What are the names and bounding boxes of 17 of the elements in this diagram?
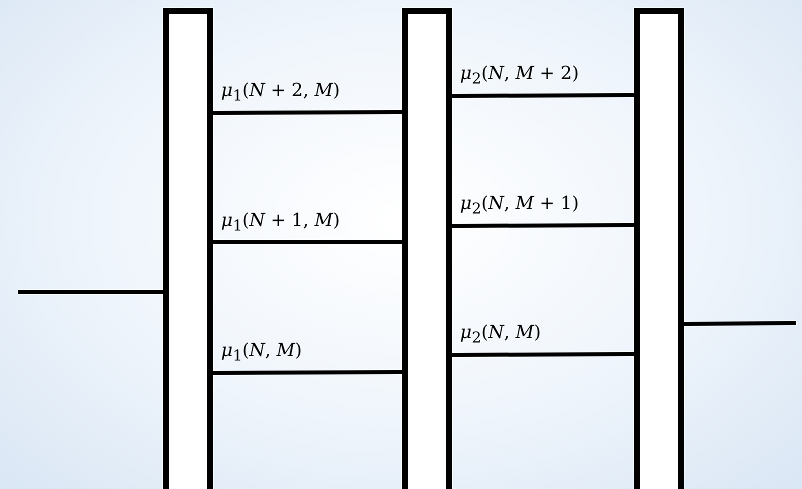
vertical-bar <box>402 8 452 489</box>
edge-label: μ$_{1}$(N + 1, M) <box>221 212 340 234</box>
connector-line <box>212 110 402 115</box>
edge-label: μ$_{2}$(N, M + 1) <box>460 195 579 217</box>
connector-line <box>684 321 796 326</box>
edge-label: μ$_{1}$(N + 2, M) <box>221 82 340 104</box>
connector-line <box>212 370 402 375</box>
edge-label: μ$_{1}$(N, M) <box>221 342 302 364</box>
edge-label: μ$_{2}$(N, M) <box>460 324 541 346</box>
connector-line <box>213 240 402 244</box>
edge-label: μ$_{2}$(N, M + 2) <box>460 65 579 87</box>
vertical-bar <box>163 8 213 489</box>
connector-line <box>452 223 634 228</box>
connector-line <box>452 93 634 98</box>
vertical-bar <box>634 8 684 489</box>
connector-line <box>452 352 634 357</box>
connector-line <box>18 290 163 294</box>
